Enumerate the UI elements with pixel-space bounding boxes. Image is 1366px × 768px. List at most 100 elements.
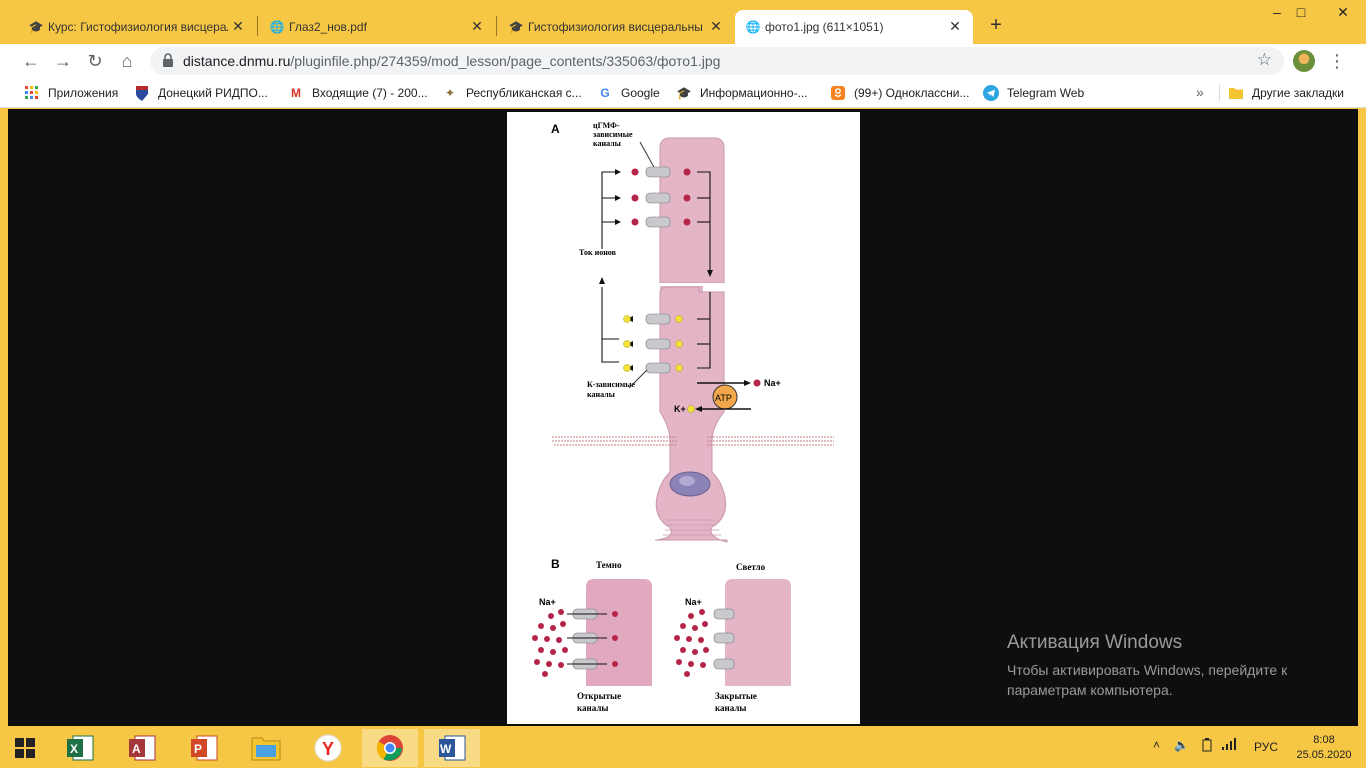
powerpoint-icon: P — [191, 735, 218, 761]
tab-separator — [257, 16, 258, 36]
close-icon[interactable]: ✕ — [471, 18, 483, 34]
bookmark-google[interactable]: G Google — [597, 84, 660, 102]
close-icon[interactable]: ✕ — [710, 18, 722, 34]
k-channels — [623, 313, 683, 374]
bookmark-star-icon[interactable]: ☆ — [1256, 50, 1272, 69]
language-indicator[interactable]: РУС — [1254, 740, 1279, 754]
svg-text:A: A — [132, 742, 141, 756]
eagle-crest-icon: ✦ — [444, 86, 456, 100]
cgmp-channels — [631, 166, 691, 228]
reload-button[interactable]: ↻ — [87, 51, 103, 71]
excel-icon: X — [67, 735, 94, 761]
maximize-button[interactable]: □ — [1296, 4, 1306, 20]
home-button[interactable]: ⌂ — [121, 51, 133, 71]
bookmark-apps[interactable]: Приложения — [24, 84, 118, 102]
yandex-browser-icon: Y — [314, 734, 342, 762]
folder-icon — [1228, 85, 1244, 101]
clock[interactable]: 8:08 25.05.2020 — [1296, 733, 1352, 763]
tab-lesson[interactable]: 🎓 Гистофизиология висцеральны ✕ — [498, 10, 734, 44]
bookmark-ridpo[interactable]: Донецкий РИДПО... — [134, 84, 268, 102]
start-button[interactable] — [0, 729, 50, 767]
battery-icon[interactable] — [1202, 738, 1212, 755]
light-label: Светло — [736, 562, 766, 572]
bookmark-label: Другие закладки — [1252, 86, 1344, 100]
minimize-button[interactable]: – — [1273, 4, 1281, 20]
close-window-button[interactable]: ✕ — [1337, 4, 1349, 20]
taskbar-chrome[interactable] — [362, 729, 418, 767]
activation-body: Чтобы активировать Windows, перейдите к … — [1007, 662, 1288, 698]
forward-button[interactable]: → — [54, 51, 72, 71]
new-tab-button[interactable]: + — [990, 14, 1002, 36]
signal-icon[interactable] — [1222, 738, 1238, 753]
tab-title: фото1.jpg (611×1051) — [765, 20, 884, 34]
svg-text:Y: Y — [322, 739, 334, 759]
google-icon: G — [600, 86, 610, 100]
gmail-icon: M — [291, 86, 301, 100]
bookmark-gmail[interactable]: M Входящие (7) - 200... — [288, 84, 428, 102]
bookmark-label: Входящие (7) - 200... — [312, 86, 428, 100]
bookmark-other[interactable]: Другие закладки — [1228, 84, 1344, 102]
chrome-icon — [376, 735, 403, 761]
bookmark-info[interactable]: 🎓 Информационно-... — [676, 84, 808, 102]
tray-chevron-icon[interactable]: ˄ — [1153, 738, 1161, 752]
svg-text:P: P — [194, 742, 202, 756]
globe-icon: 🌐 — [269, 20, 285, 34]
volume-icon[interactable]: 🔈 — [1174, 738, 1189, 752]
limiting-membrane — [552, 436, 834, 446]
menu-kebab-icon[interactable]: ⋮ — [1328, 51, 1346, 71]
na-k-pump: Na+ ATP K+ — [674, 378, 781, 414]
taskbar: X A P Y W ˄ 🔈 РУС 8:08 25.05.2020 — [0, 726, 1366, 768]
pointer-line — [639, 141, 656, 170]
shield-crest-icon — [134, 85, 150, 101]
taskbar-access[interactable]: A — [114, 729, 170, 767]
telegram-icon — [983, 85, 999, 101]
bookmark-label: Telegram Web — [1007, 86, 1085, 100]
svg-text:X: X — [70, 742, 78, 756]
closed-channels — [713, 608, 735, 670]
nucleus-highlight — [679, 476, 695, 486]
taskbar-explorer[interactable] — [238, 729, 294, 767]
apps-grid-icon — [24, 85, 40, 101]
address-bar[interactable]: distance.dnmu.ru/pluginfile.php/274359/m… — [150, 47, 1284, 75]
bookmark-republic[interactable]: ✦ Республиканская с... — [442, 84, 582, 102]
pointer-line — [628, 369, 648, 389]
svg-text:K+: K+ — [674, 404, 686, 414]
tab-title: Глаз2_нов.pdf — [289, 20, 367, 34]
bookmark-ok[interactable]: (99+) Одноклассни... — [830, 84, 969, 102]
ion-current-arrows — [601, 171, 711, 369]
tab-title: Курс: Гистофизиология висцерал — [48, 20, 228, 34]
tab-pdf[interactable]: 🌐 Глаз2_нов.pdf ✕ — [259, 10, 495, 44]
access-icon: A — [129, 735, 156, 761]
url-path: /pluginfile.php/274359/mod_lesson/page_c… — [290, 53, 721, 69]
bookmarks-overflow-icon[interactable]: » — [1196, 84, 1204, 100]
windows-logo-icon — [15, 738, 35, 758]
bookmark-label: (99+) Одноклассни... — [854, 86, 970, 100]
tab-course[interactable]: 🎓 Курс: Гистофизиология висцерал ✕ — [18, 10, 256, 44]
light-cell — [725, 579, 791, 686]
panel-b-label: В — [551, 557, 560, 571]
dark-cell — [586, 579, 652, 686]
file-explorer-icon — [251, 737, 281, 761]
url-text: distance.dnmu.ru/pluginfile.php/274359/m… — [183, 53, 720, 69]
activation-heading: Активация Windows — [1007, 632, 1183, 653]
tab-photo[interactable]: 🌐 фото1.jpg (611×1051) ✕ — [735, 10, 973, 44]
taskbar-word[interactable]: W — [424, 729, 480, 767]
close-icon[interactable]: ✕ — [232, 18, 244, 34]
close-icon[interactable]: ✕ — [949, 18, 961, 34]
taskbar-excel[interactable]: X — [52, 729, 108, 767]
toolbar: ← → ↻ ⌂ distance.dnmu.ru/pluginfile.php/… — [0, 44, 1366, 78]
moodle-hat-icon: 🎓 — [676, 86, 692, 100]
profile-avatar[interactable] — [1293, 50, 1315, 72]
back-button[interactable]: ← — [22, 51, 40, 71]
lock-icon — [163, 53, 173, 67]
taskbar-powerpoint[interactable]: P — [176, 729, 232, 767]
taskbar-yandex[interactable]: Y — [300, 729, 356, 767]
bookmark-telegram[interactable]: Telegram Web — [983, 84, 1084, 102]
clock-date: 25.05.2020 — [1296, 749, 1352, 761]
bookmark-label: Google — [621, 86, 660, 100]
bookmark-separator — [1219, 85, 1220, 101]
